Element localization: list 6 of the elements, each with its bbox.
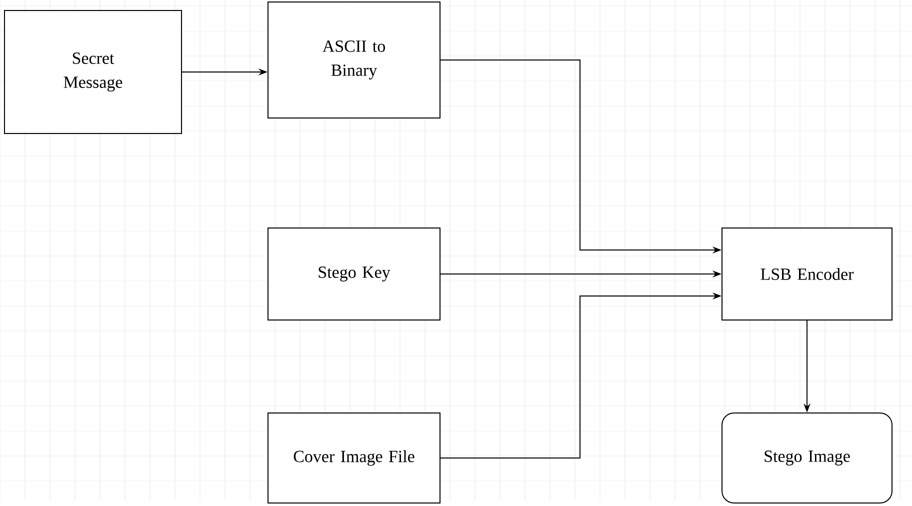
process-box: Stego Key [268,228,440,320]
output-box: Stego Image [722,412,893,504]
process-box: Cover Image File [268,412,440,504]
process-box: LSB Encoder [722,228,893,320]
process-box: Secret Message [4,10,182,134]
process-box: ASCII to Binary [268,2,440,118]
